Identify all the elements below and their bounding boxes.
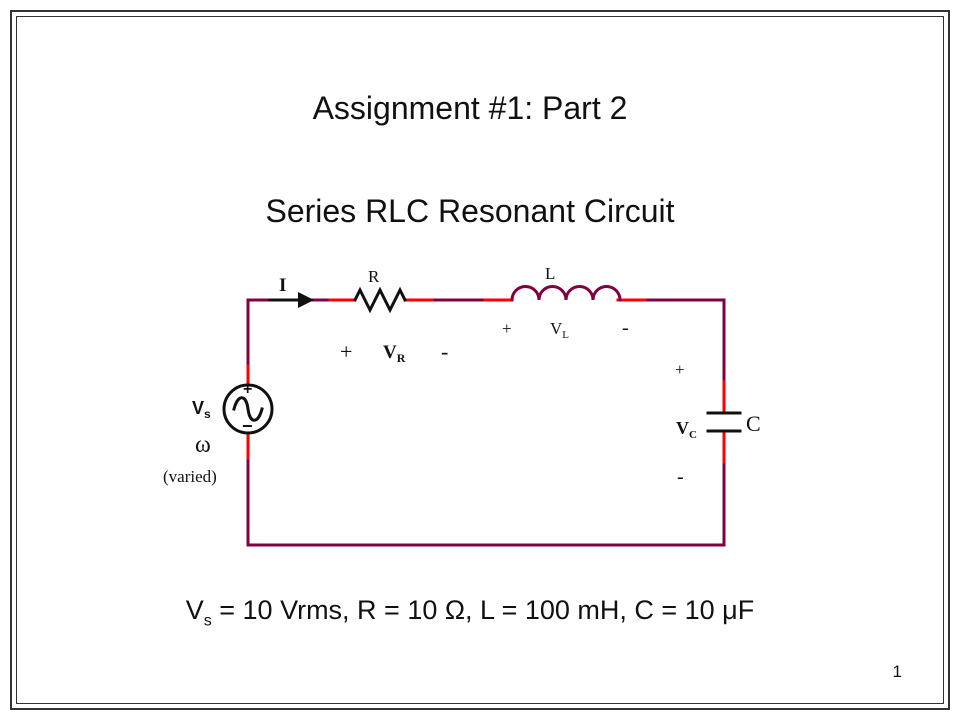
vc-plus: + bbox=[675, 360, 685, 379]
resistor-label: R bbox=[368, 267, 380, 286]
wire-top-right bbox=[618, 298, 726, 412]
inductor-label: L bbox=[545, 264, 555, 283]
omega-label: ω bbox=[195, 432, 211, 458]
vr-plus: + bbox=[340, 339, 352, 364]
page-number: 1 bbox=[892, 662, 902, 681]
vr-label: VR bbox=[383, 342, 406, 365]
wire-bottom bbox=[246, 298, 726, 547]
source-label: Vs bbox=[192, 398, 211, 421]
source-minus-sign: − bbox=[242, 416, 253, 436]
resistor-symbol bbox=[352, 286, 408, 314]
vl-label: VL bbox=[550, 319, 569, 341]
vc-label: VC bbox=[676, 418, 697, 441]
current-label: I bbox=[279, 275, 286, 296]
vr-minus: - bbox=[441, 339, 448, 364]
slide-title: Assignment #1: Part 2 bbox=[312, 90, 628, 126]
slide-inner-border bbox=[16, 16, 944, 704]
capacitor-label: C bbox=[746, 411, 761, 436]
source-plus-sign: + bbox=[243, 381, 252, 398]
ac-source-sine-icon bbox=[232, 396, 264, 422]
vl-minus: - bbox=[622, 317, 629, 339]
slide-outer-border bbox=[10, 10, 950, 710]
varied-label: (varied) bbox=[163, 467, 217, 486]
inductor-symbol bbox=[510, 285, 622, 302]
current-arrow-head bbox=[298, 292, 314, 308]
slide-subtitle: Series RLC Resonant Circuit bbox=[265, 193, 675, 229]
vl-plus: + bbox=[502, 319, 512, 338]
parameter-equation: Vs = 10 Vrms, R = 10 Ω, L = 100 mH, C = … bbox=[185, 595, 755, 630]
vc-minus: - bbox=[677, 466, 684, 488]
